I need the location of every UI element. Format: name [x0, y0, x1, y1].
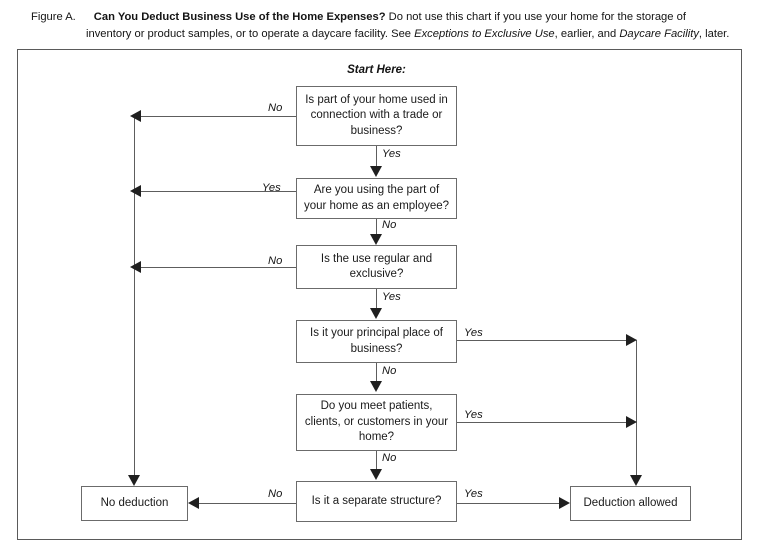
edge-principal-yes-line: [457, 340, 629, 342]
edge-employee-no-arrowhead: [370, 234, 382, 245]
node-principal-place-of-business[interactable]: Is it your principal place of business?: [296, 320, 457, 363]
caption-body-line-1: Do not use this chart if you use your ho…: [388, 11, 686, 23]
figure-label: Figure A.: [31, 11, 76, 23]
edge-label-patients-yes: Yes: [464, 409, 483, 421]
edge-principal-no-arrowhead: [370, 381, 382, 392]
edge-employee-yes-line: [140, 191, 296, 193]
caption-ref-exceptions-to-exclusive-use: Exceptions to Exclusive Use: [414, 28, 555, 40]
node-using-home-as-employee[interactable]: Are you using the part of your home as a…: [296, 178, 457, 219]
node-no-deduction[interactable]: No deduction: [81, 486, 188, 521]
edge-patients-no-arrowhead: [370, 469, 382, 480]
caption-line-1: Figure A. Can You Deduct Business Use of …: [31, 10, 686, 24]
start-here-label: Start Here:: [347, 64, 406, 76]
edge-start-no-line: [140, 116, 296, 118]
edge-label-regular-no: No: [268, 255, 283, 267]
edge-start-no-arrowhead: [130, 110, 141, 122]
edge-patients-yes-arrowhead: [626, 416, 637, 428]
edge-principal-yes-arrowhead: [626, 334, 637, 346]
node-separate-structure[interactable]: Is it a separate structure?: [296, 481, 457, 522]
edge-label-employee-no: No: [382, 219, 397, 231]
left-rail-line: [134, 116, 136, 478]
caption-line2-part-3: , later.: [698, 28, 730, 40]
caption-ref-daycare-facility: Daycare Facility: [619, 28, 699, 40]
node-meet-patients-clients-customers[interactable]: Do you meet patients, clients, or custom…: [296, 394, 457, 451]
edge-start-yes-line: [376, 146, 378, 168]
edge-employee-yes-arrowhead: [130, 185, 141, 197]
caption-line-2: inventory or product samples, or to oper…: [86, 27, 729, 41]
edge-label-principal-no: No: [382, 365, 397, 377]
figure-title: Can You Deduct Business Use of the Home …: [93, 11, 386, 23]
edge-regular-no-arrowhead: [130, 261, 141, 273]
edge-label-patients-no: No: [382, 452, 397, 464]
right-rail-arrowhead: [630, 475, 642, 486]
right-rail-line: [636, 340, 638, 478]
edge-label-start-no: No: [268, 102, 283, 114]
node-deduction-allowed[interactable]: Deduction allowed: [570, 486, 691, 521]
edge-label-start-yes: Yes: [382, 148, 401, 160]
edge-label-separate-no: No: [268, 488, 283, 500]
edge-regular-yes-line: [376, 289, 378, 311]
edge-separate-no-arrowhead: [188, 497, 199, 509]
node-is-part-of-home-used-for-trade-or-business[interactable]: Is part of your home used in connection …: [296, 86, 457, 146]
edge-regular-no-line: [140, 267, 296, 269]
caption-line2-part-2: , earlier, and: [554, 28, 620, 40]
edge-label-regular-yes: Yes: [382, 291, 401, 303]
edge-separate-no-line: [197, 503, 296, 505]
figure-caption: Figure A. Can You Deduct Business Use of …: [0, 0, 768, 46]
node-use-regular-and-exclusive[interactable]: Is the use regular and exclusive?: [296, 245, 457, 289]
edge-label-principal-yes: Yes: [464, 327, 483, 339]
edge-separate-yes-arrowhead: [559, 497, 570, 509]
edge-start-yes-arrowhead: [370, 166, 382, 177]
edge-regular-yes-arrowhead: [370, 308, 382, 319]
left-rail-arrowhead: [128, 475, 140, 486]
edge-principal-no-line: [376, 363, 378, 383]
edge-label-employee-yes: Yes: [262, 182, 281, 194]
caption-line2-part-1: inventory or product samples, or to oper…: [86, 28, 415, 40]
edge-patients-no-line: [376, 451, 378, 471]
edge-separate-yes-line: [457, 503, 561, 505]
edge-patients-yes-line: [457, 422, 629, 424]
edge-label-separate-yes: Yes: [464, 488, 483, 500]
edge-employee-no-line: [376, 219, 378, 237]
